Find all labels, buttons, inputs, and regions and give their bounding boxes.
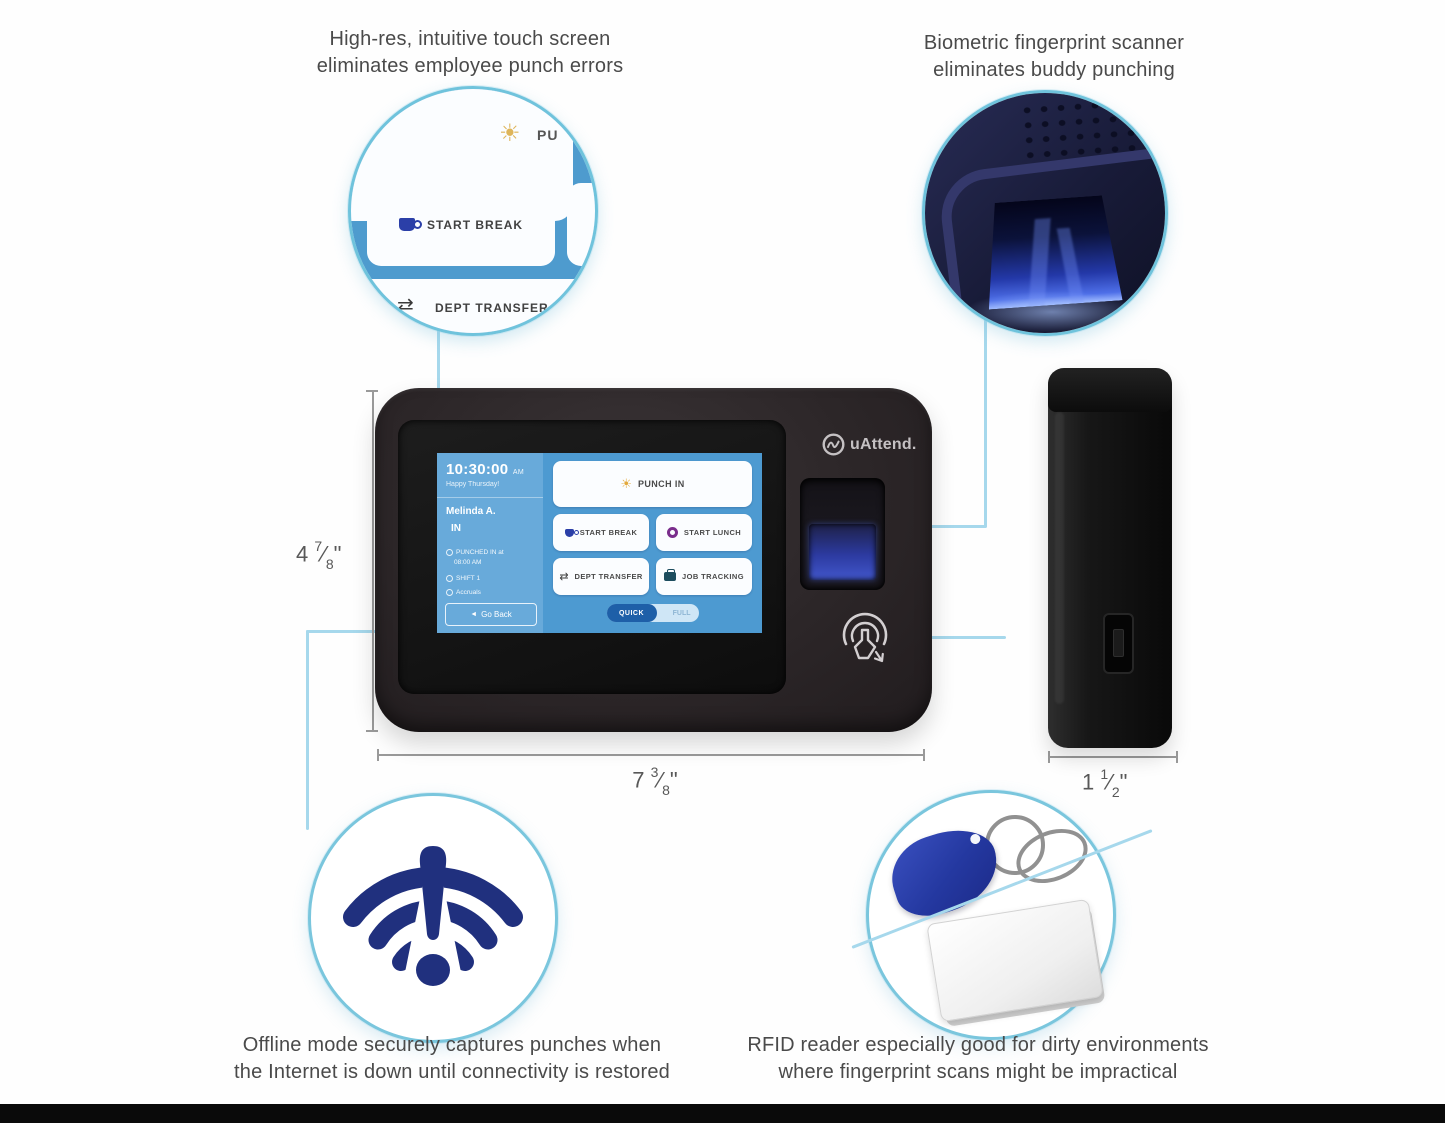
caption-offline: Offline mode securely captures punches w… xyxy=(202,1032,702,1086)
uattend-logo-text: uAttend. xyxy=(850,435,917,453)
connector-offline-vertical xyxy=(306,630,309,830)
caption-touchscreen: High-res, intuitive touch screen elimina… xyxy=(270,26,670,80)
zoom-dept-transfer-label: DEPT TRANSFER xyxy=(435,301,549,315)
bottom-black-bar xyxy=(0,1104,1445,1123)
rfid-circle xyxy=(866,790,1116,1040)
scanner-glow xyxy=(963,291,1141,333)
side-view-top-cap xyxy=(1048,368,1172,412)
caption-fingerprint-line1: Biometric fingerprint scanner xyxy=(923,32,1185,54)
time-clock-device: 10:30:00 AM Happy Thursday! Melinda A. I… xyxy=(375,388,932,732)
sidebar-divider xyxy=(437,497,543,498)
zoom-start-break-button: START BREAK xyxy=(367,183,555,266)
device-screen: 10:30:00 AM Happy Thursday! Melinda A. I… xyxy=(437,453,762,633)
info-row: SHIFT 1 xyxy=(446,575,480,582)
bullet-icon xyxy=(446,589,453,596)
connector-rfid-horizontal xyxy=(896,636,1006,639)
job-tracking-button: JOB TRACKING xyxy=(656,558,752,595)
clock-meridiem: AM xyxy=(512,469,525,476)
bullet-icon xyxy=(446,575,453,582)
dimension-height-line xyxy=(372,390,374,732)
screen-main-panel: ☀ PUNCH IN START BREAK START LUNCH ⇄ DEP… xyxy=(543,453,762,633)
fingerprint-scanner xyxy=(800,478,885,590)
info-row: 08:00 AM xyxy=(454,559,482,566)
rfid-tap-icon xyxy=(842,612,888,663)
info-row: PUNCHED IN at xyxy=(446,549,504,556)
sun-icon: ☀ xyxy=(499,120,521,147)
quick-full-toggle: QUICK FULL xyxy=(606,604,699,622)
wifi-offline-icon xyxy=(343,834,523,1002)
side-view-edge-highlight xyxy=(1055,412,1064,704)
side-view-usb-port xyxy=(1103,613,1134,674)
caption-offline-line1: Offline mode securely captures punches w… xyxy=(242,1034,662,1056)
dimension-height-tick-bottom xyxy=(366,730,378,732)
dimension-width-line xyxy=(377,754,925,756)
fob-hole xyxy=(968,832,982,846)
zoom-start-break-label: START BREAK xyxy=(426,217,524,232)
uattend-logo: uAttend. xyxy=(822,433,916,456)
usb-port-slot xyxy=(1113,629,1124,657)
back-arrow-icon: ◄ xyxy=(470,611,478,618)
dimension-width-tick-right xyxy=(923,749,925,761)
caption-fingerprint-line2: eliminates buddy punching xyxy=(933,59,1175,81)
caption-rfid-line2: where fingerprint scans might be impract… xyxy=(778,1061,1178,1083)
caption-touchscreen-line2: eliminates employee punch errors xyxy=(316,55,624,77)
fingerprint-zoom-circle xyxy=(922,90,1168,336)
action-button-grid: START BREAK START LUNCH ⇄ DEPT TRANSFER … xyxy=(553,514,752,595)
device-side-view xyxy=(1048,368,1172,748)
go-back-button: ◄Go Back xyxy=(445,603,537,626)
greeting-text: Happy Thursday! xyxy=(446,481,500,488)
zoom-partial-button xyxy=(567,183,595,266)
zoom-punch-partial-label: PU xyxy=(537,127,559,143)
toggle-unselected: FULL xyxy=(672,609,691,617)
toggle-selected: QUICK xyxy=(606,604,657,622)
transfer-arrows-icon: ⇄ xyxy=(559,571,569,583)
offline-mode-circle xyxy=(308,793,558,1043)
touchscreen-zoom-circle: ☀ PU START BREAK ⇄ DEPT TRANSFER xyxy=(348,86,598,336)
dimension-height-label: 4 7⁄8" xyxy=(296,538,342,572)
lunch-icon xyxy=(666,527,678,538)
caption-fingerprint: Biometric fingerprint scanner eliminates… xyxy=(880,30,1228,84)
transfer-arrows-icon: ⇄ xyxy=(397,295,414,317)
zoom-dept-transfer-button: ⇄ DEPT TRANSFER xyxy=(351,279,595,333)
fingerprint-scanner-window xyxy=(809,524,876,580)
punch-button: ☀ PUNCH IN xyxy=(553,461,752,507)
caption-rfid-line1: RFID reader especially good for dirty en… xyxy=(747,1034,1209,1056)
screen-sidebar: 10:30:00 AM Happy Thursday! Melinda A. I… xyxy=(437,453,543,633)
info-row: Accruals xyxy=(446,589,481,596)
caption-offline-line2: the Internet is down until connectivity … xyxy=(234,1061,670,1083)
dimension-width-label: 7 3⁄8" xyxy=(632,764,678,798)
clock-time: 10:30:00 AM xyxy=(446,461,525,478)
briefcase-icon xyxy=(664,569,677,581)
coffee-cup-icon xyxy=(398,218,422,231)
dimension-height-tick-top xyxy=(366,390,378,392)
sun-icon: ☀ xyxy=(620,476,632,491)
dimension-depth-label: 1 1⁄2" xyxy=(1082,766,1128,800)
employee-name: Melinda A. xyxy=(446,506,496,517)
punch-status: IN xyxy=(451,523,461,534)
dimension-depth-line xyxy=(1048,756,1178,758)
uattend-logo-icon xyxy=(822,433,845,456)
coffee-cup-icon xyxy=(564,528,579,537)
caption-touchscreen-line1: High-res, intuitive touch screen xyxy=(329,28,611,50)
connector-offline-horizontal xyxy=(306,630,388,633)
caption-rfid: RFID reader especially good for dirty en… xyxy=(728,1032,1228,1086)
connector-fingerprint-vertical xyxy=(984,318,987,528)
dimension-depth-tick-left xyxy=(1048,751,1050,763)
dimension-depth-tick-right xyxy=(1176,751,1178,763)
start-lunch-button: START LUNCH xyxy=(656,514,752,551)
dept-transfer-button: ⇄ DEPT TRANSFER xyxy=(553,558,649,595)
start-break-button: START BREAK xyxy=(553,514,649,551)
dimension-width-tick-left xyxy=(377,749,379,761)
bullet-icon xyxy=(446,549,453,556)
